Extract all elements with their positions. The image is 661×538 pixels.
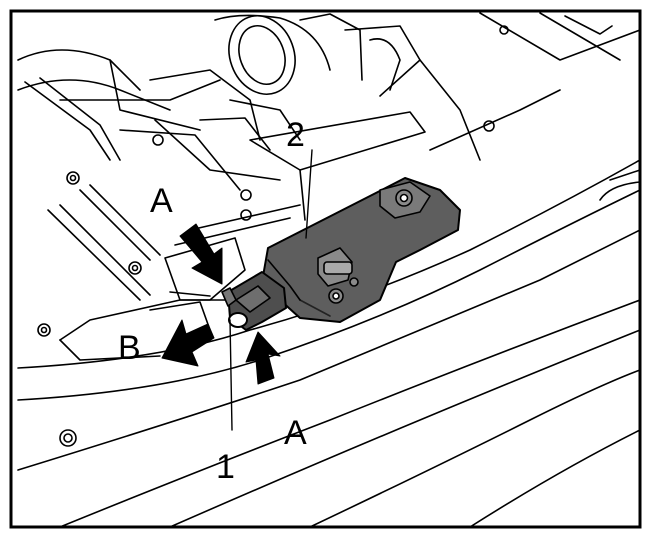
callout-a-lower: A xyxy=(284,414,307,452)
callout-b: B xyxy=(118,329,141,367)
arrow-b xyxy=(161,319,215,367)
connector-part-1 xyxy=(221,271,287,331)
leader-line-part-1 xyxy=(229,319,233,431)
leader-lines xyxy=(229,149,313,431)
arrow-a-upper xyxy=(179,223,223,285)
callout-a-upper: A xyxy=(150,182,173,220)
callout-part-1: 1 xyxy=(216,448,235,486)
arrow-a-lower xyxy=(245,331,281,385)
leader-line-part-2 xyxy=(305,149,313,239)
arrows xyxy=(161,223,281,385)
engine-bay-background xyxy=(17,12,640,527)
callout-part-2: 2 xyxy=(286,116,305,154)
